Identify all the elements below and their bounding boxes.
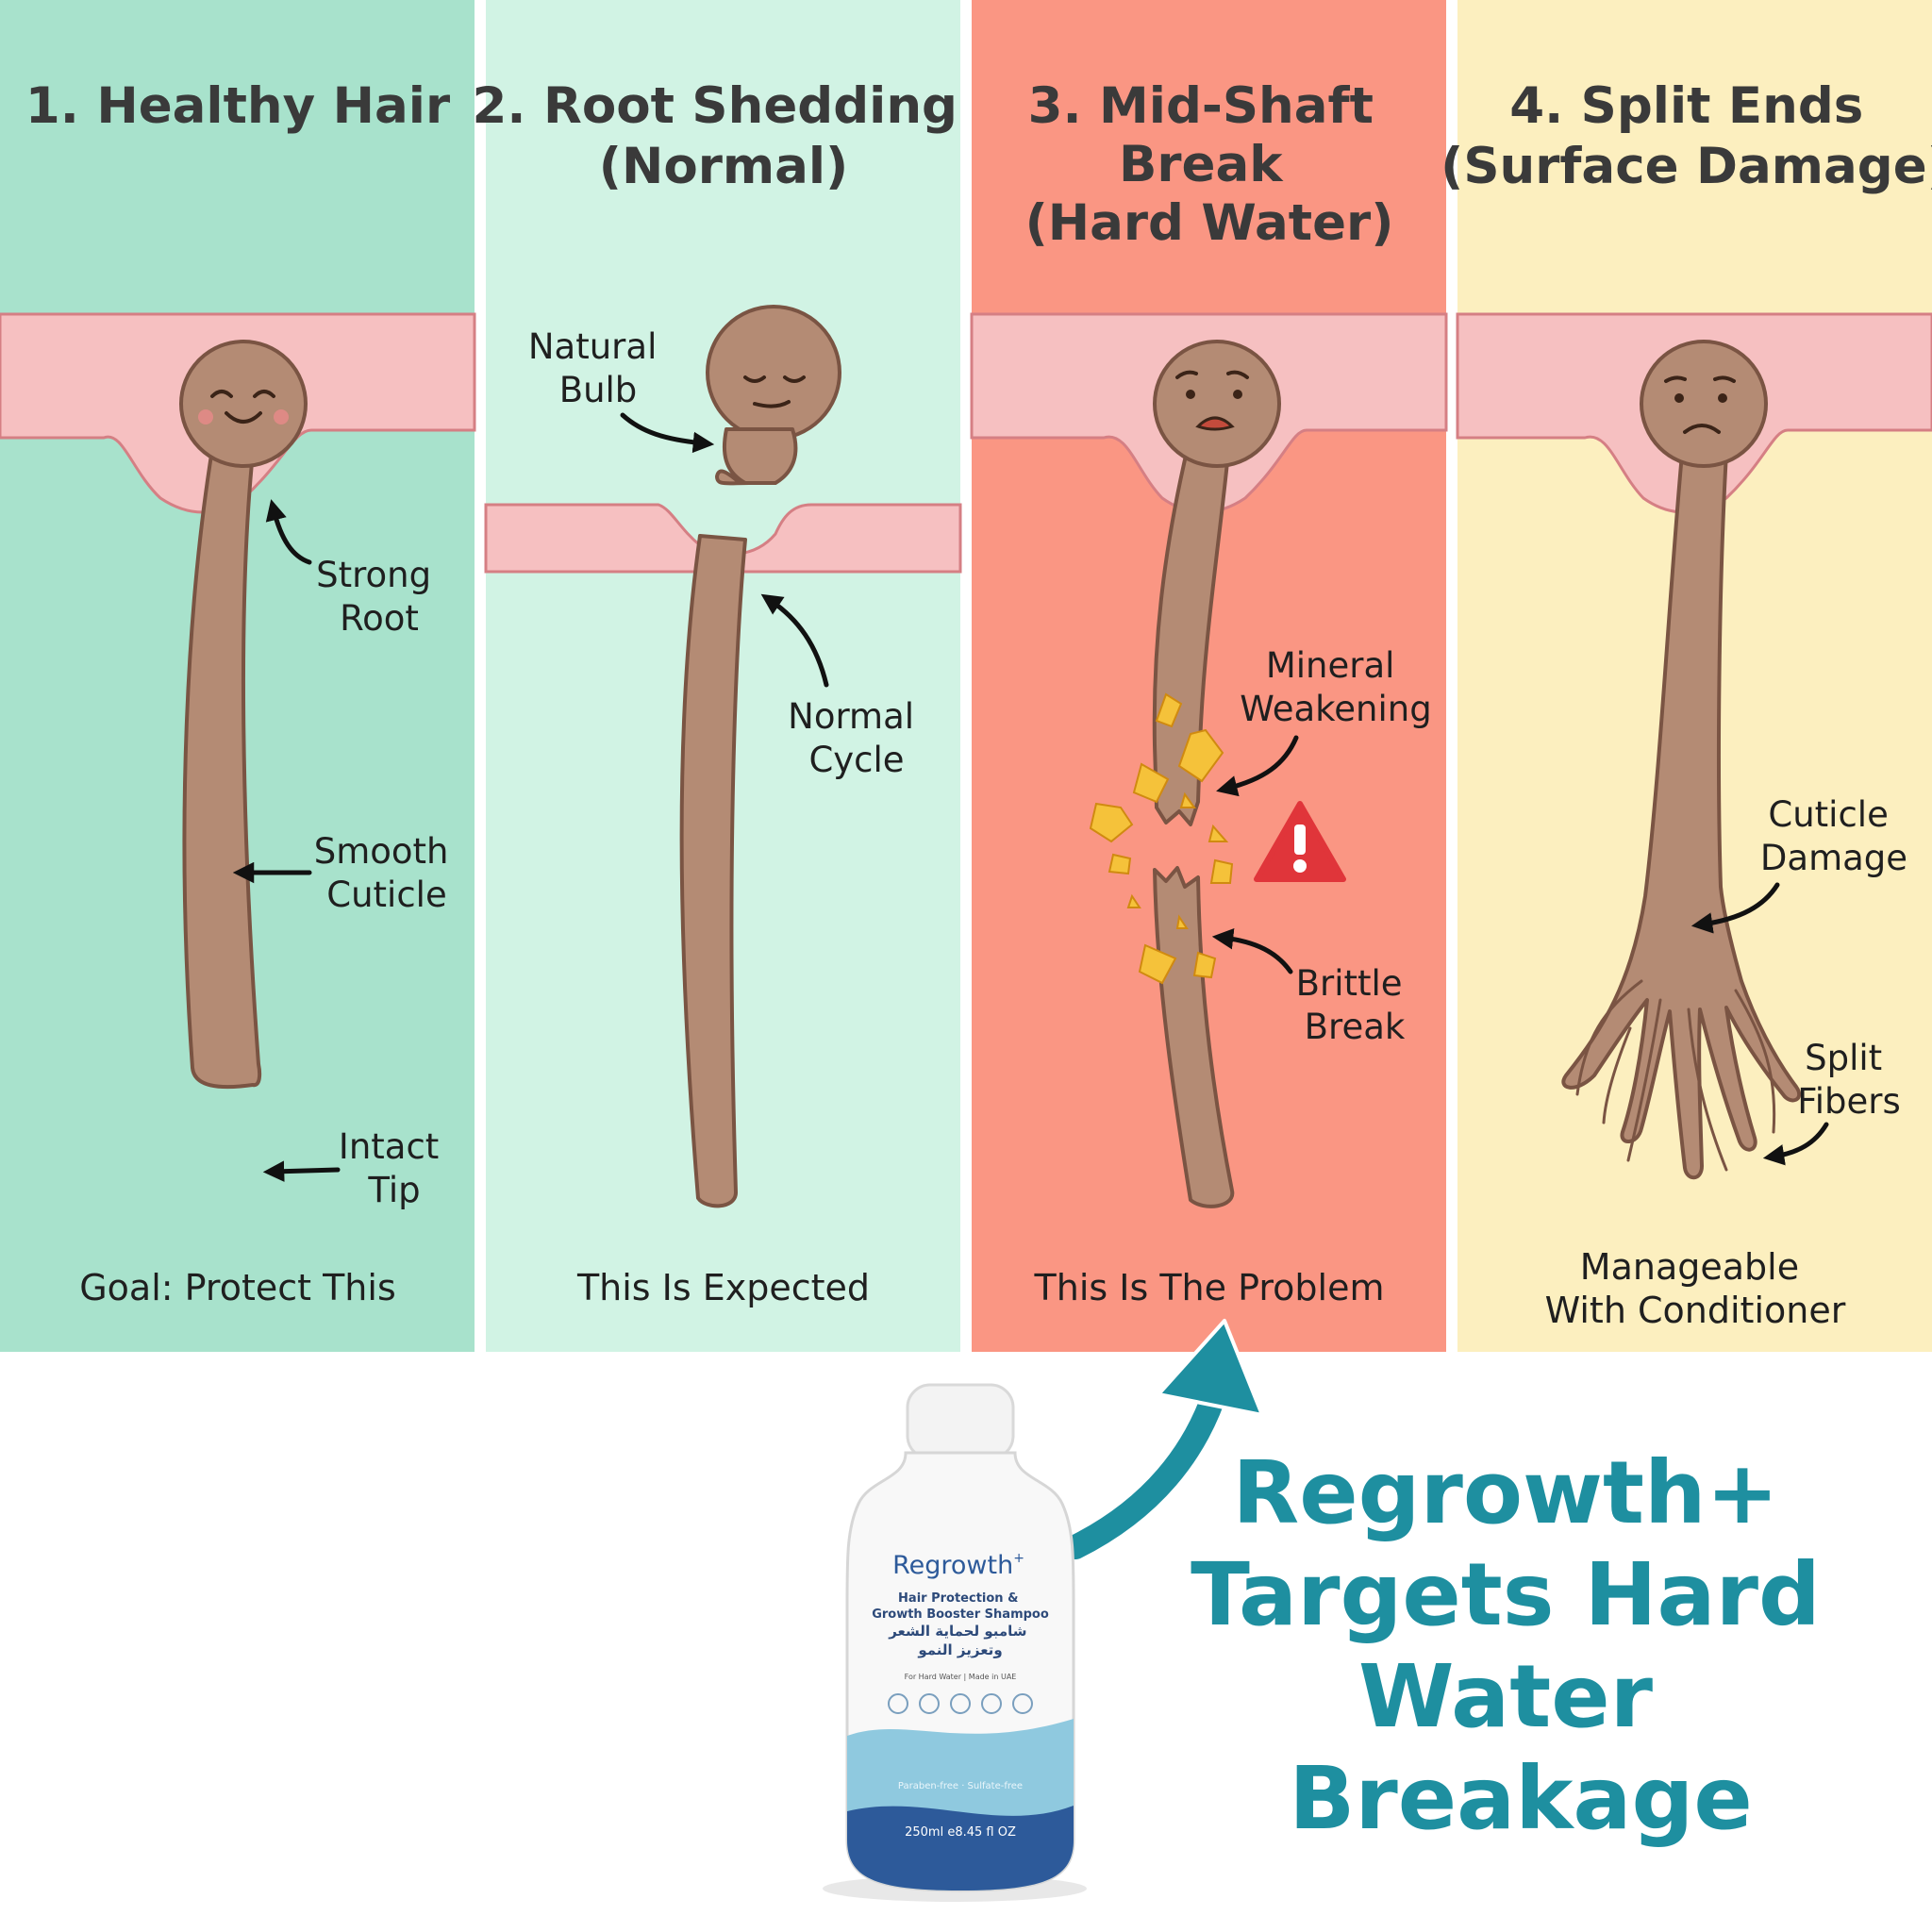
caption-line: Manageable — [1580, 1246, 1799, 1288]
broken-hair — [1089, 340, 1346, 1208]
bottle-cap — [906, 1383, 1015, 1460]
sprout-icon — [981, 1693, 1002, 1714]
title-line: (Surface Damage) — [1441, 138, 1932, 195]
healthy-hair — [179, 340, 308, 1090]
label-line: Weakening — [1240, 689, 1431, 729]
label-line: Damage — [1760, 838, 1907, 878]
label-line: Cycle — [808, 740, 904, 780]
scalp-band-2 — [484, 503, 962, 574]
teal-arrow-icon — [1063, 1319, 1264, 1559]
headline-line: Water — [1358, 1646, 1654, 1747]
sad-face-icon — [1664, 375, 1736, 434]
label-line: Tip — [367, 1170, 420, 1210]
label-line: Cuticle — [1768, 794, 1888, 835]
arrow-icon — [1762, 1122, 1829, 1166]
headline-line: Targets Hard — [1191, 1544, 1821, 1645]
title-line: 1. Healthy Hair — [25, 77, 450, 135]
split-hair — [1561, 340, 1802, 1180]
shampoo-bottle: Regrowth+ Hair Protection & Growth Boost… — [823, 1383, 1087, 1902]
panel-2-title: 2. Root Shedding (Normal) — [473, 77, 975, 195]
brand-mark: + — [1013, 1551, 1024, 1566]
arrow-icon — [620, 412, 715, 454]
label-smooth-cuticle: Smooth Cuticle — [314, 831, 460, 915]
shield-icon — [950, 1693, 971, 1714]
label-line: Smooth — [314, 831, 449, 872]
title-line: (Normal) — [599, 138, 849, 195]
arabic-line: وتعزيز النمو — [917, 1641, 1002, 1658]
panel-3-title: 3. Mid-Shaft Break (Hard Water) — [1025, 77, 1394, 252]
title-line: 4. Split Ends — [1509, 77, 1863, 135]
headline-line: Regrowth+ — [1232, 1442, 1778, 1543]
caption-line: Goal: Protect This — [79, 1267, 396, 1308]
label-natural-bulb: Natural Bulb — [528, 326, 668, 410]
title-line: 2. Root Shedding — [473, 77, 958, 135]
label-normal-cycle: Normal Cycle — [788, 696, 925, 780]
shed-hair — [679, 305, 841, 1208]
label-line: Root — [340, 598, 419, 639]
caption-line: This Is Expected — [576, 1267, 870, 1308]
label-strong-root: Strong Root — [316, 555, 442, 639]
headline-line: Breakage — [1289, 1748, 1753, 1849]
label-line: Normal — [788, 696, 914, 737]
bottle-product-name: Hair Protection & Growth Booster Shampoo — [872, 1591, 1049, 1622]
warning-icon — [1254, 801, 1346, 882]
label-line: Strong — [316, 555, 431, 595]
bottle-wave-dark — [847, 1806, 1074, 1890]
bottle-brand: Regrowth+ — [892, 1551, 1024, 1580]
arrow-icon — [1216, 735, 1299, 797]
label-intact-tip: Intact Tip — [339, 1126, 450, 1210]
drop-icon — [919, 1693, 940, 1714]
product-line: Growth Booster Shampoo — [872, 1607, 1049, 1622]
title-line: (Hard Water) — [1025, 194, 1394, 252]
arrow-icon — [760, 593, 829, 688]
title-line: 3. Mid-Shaft — [1028, 77, 1374, 135]
arrow-icon — [1690, 882, 1780, 934]
label-line: Split — [1805, 1038, 1882, 1078]
panel-1-caption: Goal: Protect This — [79, 1267, 396, 1308]
arabic-line: شامبو لحماية الشعر — [888, 1623, 1026, 1640]
leaf-icon — [888, 1693, 908, 1714]
arrow-icon — [265, 499, 312, 565]
bottle-arabic-name: شامبو لحماية الشعر وتعزيز النمو — [888, 1623, 1032, 1658]
label-line: Break — [1305, 1007, 1406, 1047]
caption-line: This Is The Problem — [1034, 1267, 1385, 1308]
sleepy-face-icon — [743, 375, 806, 408]
arrow-icon — [262, 1160, 341, 1182]
star-icon — [1012, 1693, 1033, 1714]
label-line: Brittle — [1296, 963, 1403, 1004]
label-brittle-break: Brittle Break — [1296, 963, 1414, 1047]
panel-1-title: 1. Healthy Hair — [25, 77, 450, 135]
label-arrows — [232, 412, 1829, 1182]
label-split-fibers: Split Fibers — [1797, 1038, 1901, 1122]
worried-face-icon — [1175, 370, 1249, 431]
label-line: Fibers — [1797, 1081, 1901, 1122]
bottle-feature-icons — [888, 1693, 1033, 1714]
label-line: Bulb — [559, 370, 638, 410]
label-line: Natural — [528, 326, 657, 367]
panel-3-caption: This Is The Problem — [1034, 1267, 1385, 1308]
label-cuticle-damage: Cuticle Damage — [1760, 794, 1907, 878]
bottle-volume: 250ml e8.45 fl OZ — [905, 1825, 1016, 1840]
bottle-origin: For Hard Water | Made in UAE — [905, 1673, 1017, 1681]
title-line: Break — [1119, 136, 1284, 193]
label-line: Cuticle — [326, 874, 446, 915]
arrow-icon — [1211, 928, 1293, 974]
label-line: Intact — [339, 1126, 439, 1167]
panel-4-caption: Manageable With Conditioner — [1545, 1246, 1846, 1331]
mineral-crystals — [1089, 692, 1234, 985]
product-line: Hair Protection & — [898, 1591, 1018, 1606]
headline: Regrowth+ Targets Hard Water Breakage — [1191, 1442, 1851, 1849]
caption-line: With Conditioner — [1545, 1290, 1846, 1331]
happy-face-icon — [198, 390, 289, 425]
bottle-wave-text: Paraben-free · Sulfate-free — [898, 1781, 1023, 1791]
panel-4-title: 4. Split Ends (Surface Damage) — [1441, 77, 1932, 195]
label-line: Mineral — [1266, 645, 1395, 686]
label-mineral-weakening: Mineral Weakening — [1240, 645, 1431, 729]
panel-2-caption: This Is Expected — [576, 1267, 870, 1308]
